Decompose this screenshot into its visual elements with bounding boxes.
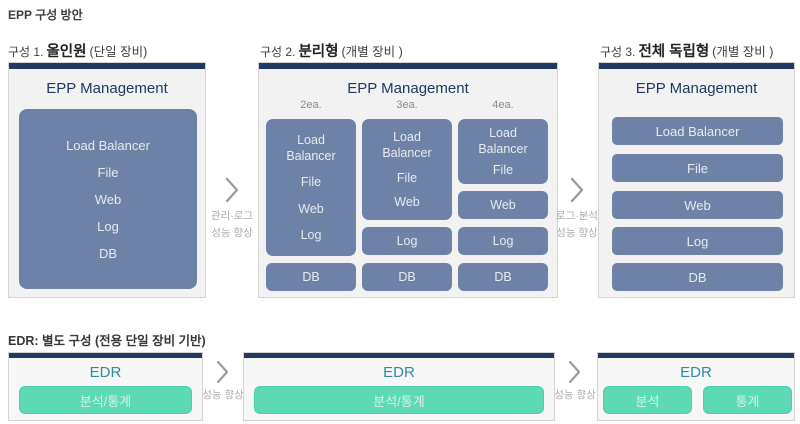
config2-col2-grouped-box: Load Balancer File Web [362, 119, 452, 220]
config1-panel: EPP Management Load Balancer File Web Lo… [8, 62, 206, 298]
chevron-right-icon [225, 177, 239, 203]
config2-title-suffix: (개별 장비 ) [341, 45, 403, 59]
edr-section-heading: EDR: 별도 구성 (전용 단일 장비 기반) [8, 334, 206, 348]
config2-panel-top-bar [259, 63, 557, 69]
config2-col3-grouped-box: Load Balancer File [458, 119, 548, 184]
config2-col3-web-box: Web [458, 191, 548, 219]
config2-panel: EPP Management 2ea. 3ea. 4ea. Load Balan… [258, 62, 558, 298]
component-load-balancer: Load Balancer [382, 130, 432, 161]
config3-title: 구성 3.전체 독립형(개별 장비 ) [600, 40, 773, 61]
edr-panel-3-top-bar [598, 353, 794, 358]
edr-transition-1: 성능 향상 [201, 360, 245, 403]
epp-transition-1-caption-line1: 관리·로그 [210, 210, 254, 222]
component-file: File [97, 164, 119, 180]
component-web: Web [298, 201, 324, 216]
config2-col2-db-box: DB [362, 263, 452, 291]
component-web: Web [394, 194, 420, 209]
config3-title-name: 전체 독립형 [638, 44, 710, 60]
config1-title-prefix: 구성 1. [8, 45, 44, 59]
config2-col3-label: 4ea. [492, 99, 514, 111]
edr-analysis-stats-box: 분석/통계 [254, 386, 544, 414]
component-file: File [492, 162, 514, 177]
edr-panel-2: EDR 분석/통계 [243, 352, 555, 421]
chevron-right-icon [568, 360, 581, 384]
config3-web-box: Web [612, 191, 783, 219]
component-file: File [300, 175, 322, 190]
edr-transition-2-caption: 성능 향상 [554, 389, 596, 401]
config3-panel-heading: EPP Management [635, 80, 758, 97]
config2-col1-label: 2ea. [300, 99, 322, 111]
config2-col3-log-box: Log [458, 227, 548, 255]
edr-stats-box: 통계 [703, 386, 792, 414]
edr-panel-1: EDR 분석/통계 [8, 352, 203, 421]
edr-transition-2: 성능 향상 [553, 360, 597, 403]
config2-col2-log-box: Log [362, 227, 452, 255]
page-title: EPP 구성 방안 [8, 8, 83, 22]
component-load-balancer: Load Balancer [286, 132, 336, 163]
config1-title-suffix: (단일 장비) [89, 45, 148, 59]
config2-col1-db-box: DB [266, 263, 356, 291]
config3-panel-top-bar [599, 63, 794, 69]
epp-transition-2: 로그·분석 성능 향상 [552, 176, 602, 241]
edr-panel-3: EDR 분석 통계 [597, 352, 795, 421]
epp-transition-2-caption-line1: 로그·분석 [555, 210, 599, 222]
config2-title: 구성 2.분리형(개별 장비 ) [260, 40, 403, 61]
component-load-balancer: Load Balancer [478, 126, 528, 157]
edr-panel-2-top-bar [244, 353, 554, 358]
component-load-balancer: Load Balancer [66, 137, 150, 153]
component-log: Log [300, 228, 322, 243]
component-log: Log [97, 218, 119, 234]
edr-panel-3-heading: EDR [680, 364, 712, 381]
config3-file-box: File [612, 154, 783, 182]
config2-col1-grouped-box: Load Balancer File Web Log [266, 119, 356, 256]
epp-transition-1-caption-line2: 성능 향상 [211, 227, 253, 239]
edr-transition-1-caption: 성능 향상 [202, 389, 244, 401]
edr-panel-1-top-bar [9, 353, 202, 358]
config3-db-box: DB [612, 263, 783, 291]
config3-load-balancer-box: Load Balancer [612, 117, 783, 145]
epp-transition-1: 관리·로그 성능 향상 [202, 176, 262, 241]
chevron-right-icon [216, 360, 229, 384]
config1-title-name: 올인원 [46, 44, 87, 60]
config3-title-suffix: (개별 장비 ) [712, 45, 774, 59]
config2-panel-heading: EPP Management [347, 80, 469, 97]
config2-col3-db-box: DB [458, 263, 548, 291]
config3-panel: EPP Management Load Balancer File Web Lo… [598, 62, 795, 298]
edr-panel-1-heading: EDR [89, 364, 122, 381]
config1-title: 구성 1.올인원(단일 장비) [8, 40, 147, 61]
component-db: DB [98, 245, 118, 261]
epp-transition-2-caption-line2: 성능 향상 [556, 227, 598, 239]
edr-analysis-box: 분석 [603, 386, 692, 414]
component-file: File [396, 170, 418, 185]
config3-title-prefix: 구성 3. [600, 45, 636, 59]
config1-panel-top-bar [9, 63, 205, 69]
config1-allinone-box: Load Balancer File Web Log DB [19, 109, 197, 289]
config2-title-prefix: 구성 2. [260, 45, 296, 59]
config3-log-box: Log [612, 227, 783, 255]
config2-col2-label: 3ea. [396, 99, 418, 111]
edr-panel-2-heading: EDR [383, 364, 415, 381]
edr-analysis-stats-box: 분석/통계 [19, 386, 192, 414]
chevron-right-icon [570, 177, 584, 203]
config1-panel-heading: EPP Management [46, 80, 168, 97]
config2-title-name: 분리형 [298, 44, 339, 60]
component-web: Web [94, 191, 122, 207]
